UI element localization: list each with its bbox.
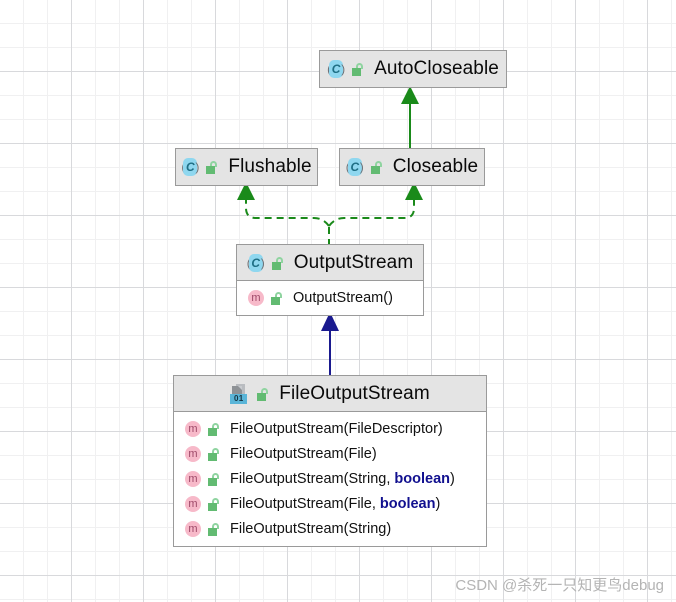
class-name-label: OutputStream <box>293 251 414 273</box>
member-label-text: FileOutputStream(File, <box>230 495 380 512</box>
node-header-closeable[interactable]: (C) Closeable <box>340 149 484 185</box>
member-list-outputstream: m OutputStream() <box>237 281 423 315</box>
method-icon: m <box>185 445 201 462</box>
keyword-boolean: boolean <box>394 470 450 487</box>
binary-class-icon: 01 <box>230 383 250 404</box>
public-lock-icon <box>352 62 365 76</box>
interface-icon: (C) <box>346 158 364 176</box>
interface-icon: (C) <box>181 158 199 176</box>
node-header-autocloseable[interactable]: (C) AutoCloseable <box>320 51 506 87</box>
method-icon: m <box>185 470 201 487</box>
member-label-text: FileOutputStream(String, <box>230 470 395 487</box>
member-list-fileoutputstream: m FileOutputStream(FileDescriptor) m Fil… <box>174 412 486 546</box>
member-label: FileOutputStream(File, boolean) <box>230 496 440 512</box>
node-header-flushable[interactable]: (C) Flushable <box>176 149 317 185</box>
member-label: OutputStream() <box>293 289 393 306</box>
interface-icon: (C) <box>247 253 265 272</box>
method-icon: m <box>185 495 201 512</box>
member-label-tail: ) <box>435 495 441 512</box>
member-label: FileOutputStream(File) <box>230 445 377 462</box>
class-node-flushable[interactable]: (C) Flushable <box>175 148 318 186</box>
list-item[interactable]: m FileOutputStream(File) <box>174 441 486 466</box>
binary-badge-label: 01 <box>230 393 248 404</box>
class-node-autocloseable[interactable]: (C) AutoCloseable <box>319 50 507 88</box>
list-item[interactable]: m FileOutputStream(String) <box>174 516 486 541</box>
member-label: FileOutputStream(String) <box>230 520 392 537</box>
class-node-closeable[interactable]: (C) Closeable <box>339 148 485 186</box>
interface-icon: (C) <box>327 60 345 78</box>
node-header-outputstream[interactable]: (C) OutputStream <box>237 245 423 281</box>
list-item[interactable]: m FileOutputStream(FileDescriptor) <box>174 416 486 441</box>
method-icon: m <box>185 520 201 537</box>
watermark-label: CSDN @杀死一只知更鸟debug <box>455 577 664 594</box>
method-icon: m <box>248 289 264 306</box>
public-lock-icon <box>206 160 219 174</box>
member-label: FileOutputStream(String, boolean) <box>230 471 455 487</box>
class-name-label: AutoCloseable <box>374 58 499 79</box>
method-icon: m <box>185 420 201 437</box>
public-lock-icon <box>208 522 221 536</box>
public-lock-icon <box>370 160 384 174</box>
public-lock-icon <box>208 447 221 461</box>
public-lock-icon <box>208 422 221 436</box>
class-node-outputstream[interactable]: (C) OutputStream m OutputStream() <box>236 244 424 316</box>
class-name-label: FileOutputStream <box>279 382 430 404</box>
keyword-boolean: boolean <box>379 495 436 512</box>
list-item[interactable]: m FileOutputStream(String, boolean) <box>174 466 486 491</box>
edge-outputstream-to-interfaces[interactable] <box>228 182 432 246</box>
list-item[interactable]: m FileOutputStream(File, boolean) <box>174 491 486 516</box>
public-lock-icon <box>208 497 221 511</box>
list-item[interactable]: m OutputStream() <box>237 285 423 310</box>
public-lock-icon <box>271 256 285 270</box>
class-name-label: Closeable <box>392 156 479 177</box>
member-label: FileOutputStream(FileDescriptor) <box>230 420 443 437</box>
node-header-fileoutputstream[interactable]: 01 FileOutputStream <box>174 376 486 412</box>
public-lock-icon <box>271 291 284 305</box>
member-label-tail: ) <box>450 470 455 487</box>
class-node-fileoutputstream[interactable]: 01 FileOutputStream m FileOutputStream(F… <box>173 375 487 547</box>
edge-closeable-to-autocloseable[interactable] <box>392 86 428 148</box>
class-name-label: Flushable <box>228 156 312 177</box>
public-lock-icon <box>257 387 270 401</box>
public-lock-icon <box>208 472 221 486</box>
edge-fileoutputstream-to-outputstream[interactable] <box>312 312 348 378</box>
